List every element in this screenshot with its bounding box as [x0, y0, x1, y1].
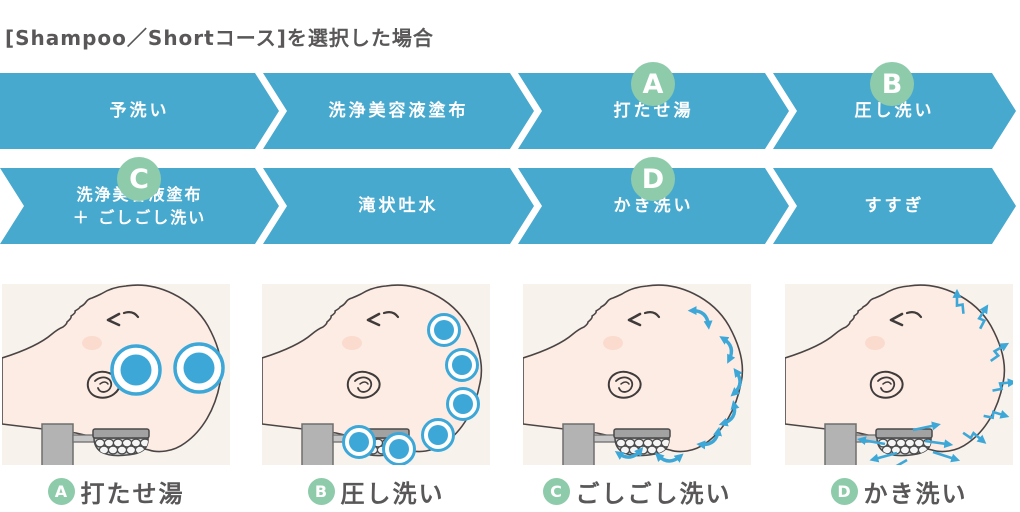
caption-label: 圧し洗い — [340, 479, 445, 508]
caption-utase-yu: A 打たせ湯 — [2, 475, 230, 508]
head-illustration-d — [785, 284, 1013, 465]
head-illustration-c — [523, 284, 751, 465]
flow-step-label: 打たせ湯 — [613, 100, 694, 121]
flow-step-prewash: 予洗い — [0, 73, 279, 149]
flow-step-label: 圧し洗い — [854, 100, 935, 121]
flow-step-serum-apply: 洗浄美容液塗布 — [263, 73, 534, 149]
panel-utase-yu — [2, 284, 230, 465]
flow-step-label: 滝状吐水 — [358, 195, 439, 216]
head-illustration-b — [262, 284, 490, 465]
flow-badge-a: A — [631, 62, 675, 106]
caption-label: かき洗い — [863, 479, 968, 508]
panel-oshi-arai — [262, 284, 490, 465]
flow-badge-c: C — [117, 157, 161, 201]
flow-step-kaki-arai: かき洗い — [518, 168, 789, 244]
flow-row-2: 洗浄美容液塗布 ＋ ごしごし洗い 滝状吐水 かき洗い すすぎ C D — [0, 157, 1020, 244]
caption-badge-c: C — [542, 477, 570, 505]
flow-step-takijou-tosui: 滝状吐水 — [263, 168, 534, 244]
water-jet-ripple-circles — [110, 342, 225, 396]
caption-badge-d: D — [830, 477, 858, 505]
flow-step-label: 予洗い — [109, 100, 170, 121]
flow-badge-d: D — [631, 157, 675, 201]
panel-kaki-arai — [785, 284, 1013, 465]
flow-badge-b: B — [870, 62, 914, 106]
caption-kaki-arai: D かき洗い — [785, 475, 1013, 508]
caption-badge-b: B — [307, 477, 335, 505]
page-title: [Shampoo／Shortコース]を選択した場合 — [5, 26, 434, 50]
flow-step-label: 洗浄美容液塗布 — [328, 100, 469, 121]
caption-oshi-arai: B 圧し洗い — [262, 475, 490, 508]
panel-goshigoshi-arai — [523, 284, 751, 465]
flow-step-label: すすぎ — [864, 195, 925, 216]
head-illustration-a — [2, 284, 225, 465]
caption-label: 打たせ湯 — [80, 479, 185, 508]
flow-step-rinse: すすぎ — [773, 168, 1016, 244]
flow-row-1: 予洗い 洗浄美容液塗布 打たせ湯 圧し洗い A B — [0, 62, 1020, 149]
press-wash-dots — [342, 313, 480, 465]
caption-label: ごしごし洗い — [575, 479, 732, 508]
flow-step-label: かき洗い — [613, 195, 694, 216]
caption-goshigoshi-arai: C ごしごし洗い — [523, 475, 751, 508]
caption-badge-a: A — [47, 477, 75, 505]
